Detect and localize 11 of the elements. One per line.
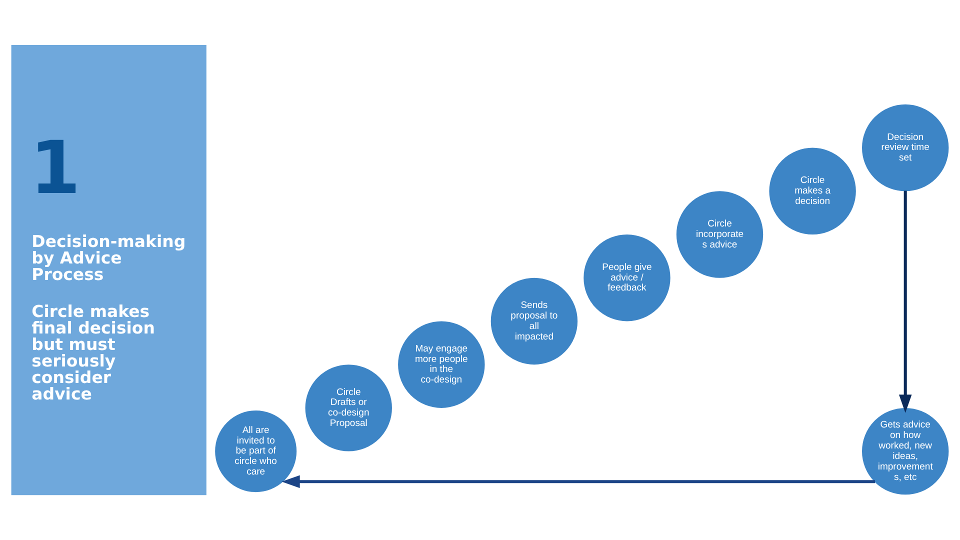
node-circle: Circle incorporate s advice: [676, 190, 764, 278]
node-circle: People give advice / feedback: [584, 234, 670, 321]
node-circle: Sends proposal to all impacted: [490, 277, 578, 364]
arrow: [282, 474, 875, 488]
node-circle: Circle Drafts or co-design Proposal: [305, 364, 392, 451]
node-circle: May engage more people in the co-design: [398, 320, 485, 408]
node-box: 1 Decision-making by Advice Process Circle makes final decision but must seriously consider advice: [11, 44, 206, 495]
node-circle: Circle makes a decision: [769, 147, 856, 234]
node-circle: Decision review time set: [862, 104, 949, 191]
node-circle: Gets advice on how worked, new ideas, improvement s, etc: [862, 407, 949, 494]
arrow: [898, 190, 912, 412]
